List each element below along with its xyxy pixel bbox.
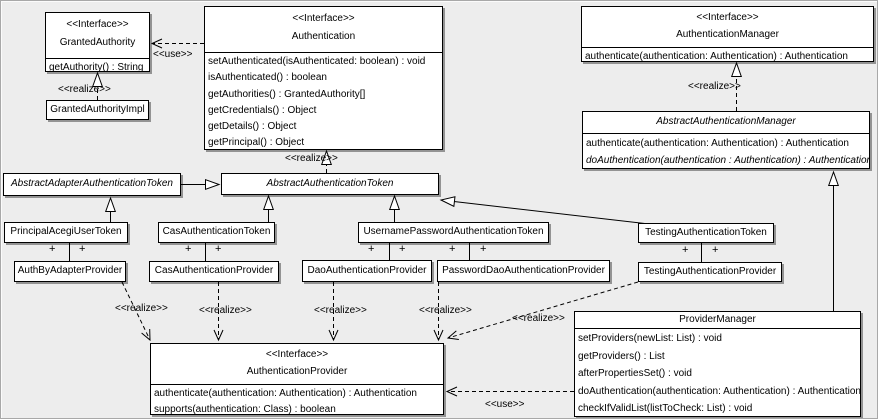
edge-label-realize: <<realize>> <box>58 84 111 95</box>
edge-realize-authbyadapterprovider[interactable] <box>121 281 151 342</box>
association-plus-label: + <box>79 243 86 255</box>
method-label: authenticate(authentication: Authenticat… <box>154 388 417 399</box>
method-label: getAuthority() : String <box>49 62 144 72</box>
class-name: CasAuthenticationProvider <box>154 265 274 276</box>
class-header: <<Interface>> GrantedAuthority <box>46 13 149 59</box>
class-authentication-manager[interactable]: <<Interface>> AuthenticationManager auth… <box>581 6 874 62</box>
method-label: doAuthentication(authentication: Authent… <box>578 385 861 397</box>
method-label: getDetails() : Object <box>208 121 297 133</box>
class-name: GrantedAuthorityImpl <box>50 104 145 115</box>
method-list: setAuthenticated(isAuthenticated: boolea… <box>205 53 442 149</box>
class-name: AbstractAuthenticationToken <box>266 178 394 189</box>
edge-label-realize: <<realize>> <box>314 305 367 316</box>
stereotype-label: <<Interface>> <box>265 349 329 360</box>
class-header: <<Interface>> AuthenticationProvider <box>151 344 443 385</box>
association-plus-label: + <box>682 244 689 256</box>
method-label: supports(authentication: Class) : boolea… <box>154 404 336 415</box>
class-name: AbstractAdapterAuthenticationToken <box>11 178 173 189</box>
method-label: authenticate(authentication: Authenticat… <box>585 51 848 62</box>
edge-label-realize: <<realize>> <box>285 153 338 164</box>
class-name: UsernamePasswordAuthenticationToken <box>363 226 544 237</box>
edge-label-realize: <<realize>> <box>199 305 252 316</box>
class-name: AbstractAuthenticationManager <box>583 112 869 134</box>
class-granted-authority-impl[interactable]: GrantedAuthorityImpl <box>46 100 149 120</box>
class-name: TestingAuthenticationProvider <box>643 266 777 277</box>
association-plus-label: + <box>399 243 406 255</box>
stereotype-label: <<Interface>> <box>66 19 129 30</box>
edge-realize-testingprovider[interactable] <box>446 281 639 340</box>
method-label: getCredentials() : Object <box>208 104 317 116</box>
class-name: AuthByAdapterProvider <box>17 265 123 276</box>
association-plus-label: + <box>215 243 222 255</box>
class-name: AuthenticationManager <box>676 29 779 40</box>
method-list: setProviders(newList: List) : void getPr… <box>575 329 861 416</box>
association-plus-label: + <box>712 244 719 256</box>
method-list: authenticate(authentication: Authenticat… <box>151 385 443 415</box>
class-name: Authentication <box>291 31 356 42</box>
method-label: setAuthenticated(isAuthenticated: boolea… <box>208 56 426 67</box>
class-name: TestingAuthenticationToken <box>645 227 767 238</box>
association-plus-label: + <box>185 243 192 255</box>
class-abstract-adapter-authentication-token[interactable]: AbstractAdapterAuthenticationToken <box>3 173 181 196</box>
class-testing-authentication-token[interactable]: TestingAuthenticationToken <box>638 223 774 243</box>
class-name: AuthenticationProvider <box>246 366 348 377</box>
class-auth-by-adapter-provider[interactable]: AuthByAdapterProvider <box>14 261 126 282</box>
method-label: afterPropertiesSet() : void <box>578 368 692 380</box>
edge-gen-testingtoken[interactable] <box>439 196 650 225</box>
class-name: DaoAuthenticationProvider <box>307 265 427 276</box>
method-list: getAuthority() : String <box>46 59 149 72</box>
class-provider-manager[interactable]: ProviderManager setProviders(newList: Li… <box>574 311 861 417</box>
edge-label-use: <<use>> <box>485 399 525 410</box>
class-principal-acegi-user-token[interactable]: PrincipalAcegiUserToken <box>4 222 128 243</box>
class-authentication-provider[interactable]: <<Interface>> AuthenticationProvider aut… <box>150 343 444 415</box>
edge-label-use: <<use>> <box>153 49 193 60</box>
association-plus-label: + <box>49 243 56 255</box>
edge-label-realize: <<realize>> <box>115 303 168 314</box>
class-name: PrincipalAcegiUserToken <box>10 226 122 237</box>
edge-label-realize: <<realize>> <box>512 313 565 324</box>
method-label: checkIfValidList(listToCheck: List) : vo… <box>578 403 753 415</box>
class-password-dao-authentication-provider[interactable]: PasswordDaoAuthenticationProvider <box>437 260 610 282</box>
class-abstract-authentication-manager[interactable]: AbstractAuthenticationManager authentica… <box>582 111 870 169</box>
class-name: CasAuthenticationToken <box>162 226 271 237</box>
method-label: authenticate(authentication: Authenticat… <box>586 138 849 149</box>
association-plus-label: + <box>368 243 375 255</box>
method-label: isAuthenticated() : boolean <box>208 72 327 84</box>
stereotype-label: <<Interface>> <box>292 13 355 24</box>
class-abstract-authentication-token[interactable]: AbstractAuthenticationToken <box>221 173 439 195</box>
class-authentication[interactable]: <<Interface>> Authentication setAuthenti… <box>204 6 443 150</box>
edge-label-realize: <<realize>> <box>419 305 472 316</box>
method-list: authenticate(authentication: Authenticat… <box>582 48 873 62</box>
method-list: authenticate(authentication: Authenticat… <box>583 134 870 168</box>
association-plus-label: + <box>480 243 487 255</box>
edge-label-realize: <<realize>> <box>688 81 741 92</box>
method-label: doAuthentication(authentication : Authen… <box>586 155 870 167</box>
class-testing-authentication-provider[interactable]: TestingAuthenticationProvider <box>638 262 782 282</box>
class-dao-authentication-provider[interactable]: DaoAuthenticationProvider <box>302 260 432 282</box>
class-granted-authority[interactable]: <<Interface>> GrantedAuthority getAuthor… <box>45 12 150 72</box>
class-username-password-authentication-token[interactable]: UsernamePasswordAuthenticationToken <box>358 222 549 243</box>
class-name: PasswordDaoAuthenticationProvider <box>442 265 605 276</box>
class-name: ProviderManager <box>575 312 860 329</box>
method-label: getAuthorities() : GrantedAuthority[] <box>208 88 366 100</box>
method-label: setProviders(newList: List) : void <box>578 333 722 344</box>
class-header: <<Interface>> Authentication <box>205 7 442 53</box>
method-label: getProviders() : List <box>578 350 665 362</box>
class-name: GrantedAuthority <box>59 37 136 48</box>
class-cas-authentication-token[interactable]: CasAuthenticationToken <box>158 222 275 243</box>
class-header: <<Interface>> AuthenticationManager <box>582 7 873 48</box>
class-cas-authentication-provider[interactable]: CasAuthenticationProvider <box>149 261 279 282</box>
association-plus-label: + <box>449 243 456 255</box>
stereotype-label: <<Interface>> <box>696 12 759 23</box>
method-label: getPrincipal() : Object <box>208 137 305 149</box>
